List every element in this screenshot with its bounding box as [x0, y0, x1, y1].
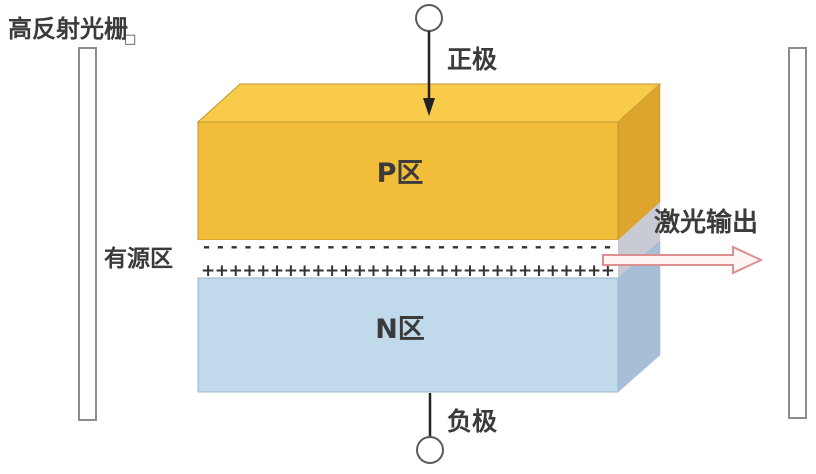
n-region-front-face	[197, 277, 619, 393]
right-mirror-bar	[788, 47, 807, 419]
anode-label: 正极	[447, 45, 497, 74]
electron-minus-row: - - - - - - - - - - - - - - - - - - - - …	[203, 237, 611, 257]
hole-plus-row: + + + + + + + + + + + + + + + + + + + + …	[201, 261, 615, 281]
missing-glyph-box: □	[124, 32, 136, 47]
active-region-label: 有源区	[104, 245, 173, 272]
anode-arrowhead-icon	[423, 98, 435, 116]
laser-output-label: 激光输出	[654, 207, 758, 238]
p-region-label: P区	[377, 158, 424, 189]
n-region-label: N区	[375, 314, 425, 345]
grating-label: 高反射光栅	[8, 15, 128, 43]
p-region-front-face	[197, 121, 619, 241]
anode-terminal-circle	[415, 4, 443, 32]
left-grating-bar	[78, 47, 97, 421]
active-region-front-face	[198, 240, 618, 278]
cathode-label: 负极	[447, 407, 497, 436]
cathode-terminal-circle	[416, 436, 444, 464]
laser-output-arrow-icon	[602, 245, 764, 275]
